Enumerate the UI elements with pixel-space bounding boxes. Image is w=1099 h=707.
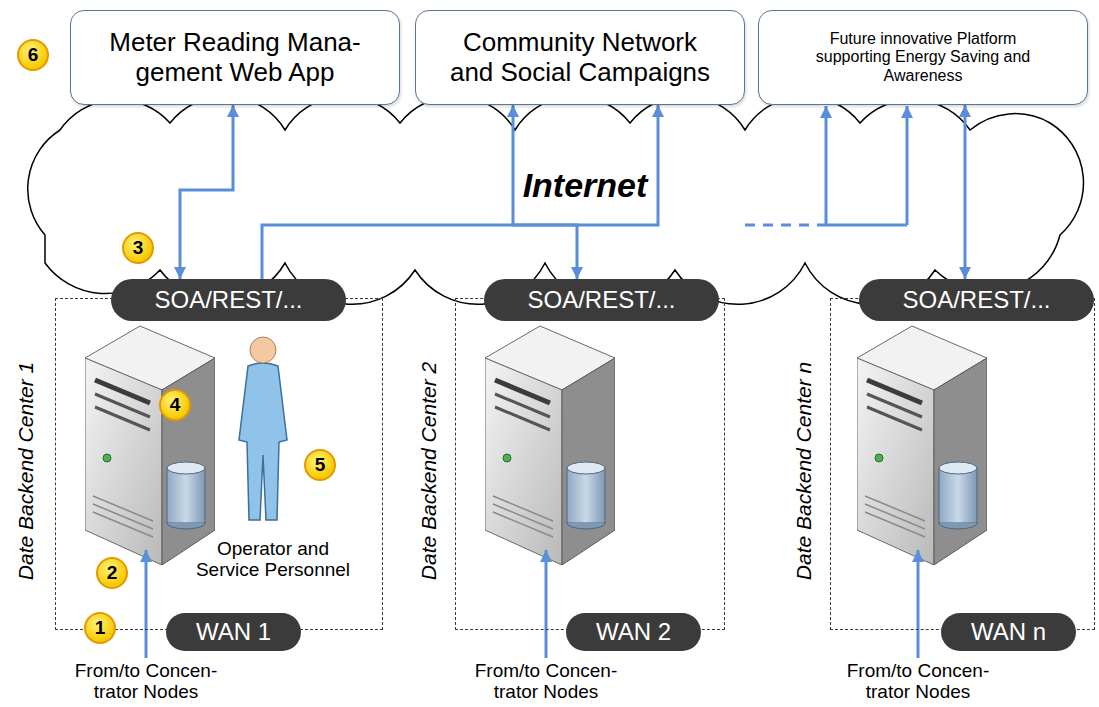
pill-label: WAN 2 bbox=[596, 618, 671, 646]
wan-pill: WAN 1 bbox=[166, 613, 301, 651]
app-box: Future innovative Platform supporting En… bbox=[758, 10, 1088, 105]
interface-pill: SOA/REST/... bbox=[859, 279, 1094, 321]
callout-circle: 2 bbox=[96, 557, 128, 589]
backend-center: Date Backend Center 2SOA/REST/...WAN 2 bbox=[455, 298, 725, 630]
callout-number: 4 bbox=[170, 394, 181, 416]
note-label: Operator and Service Personnel bbox=[188, 538, 358, 580]
box-label: Community Network and Social Campaigns bbox=[446, 28, 714, 88]
interface-pill: SOA/REST/... bbox=[484, 279, 719, 321]
pill-label: SOA/REST/... bbox=[902, 286, 1050, 314]
server-icon bbox=[485, 326, 615, 565]
center-label: Date Backend Center n bbox=[792, 362, 816, 580]
callout-number: 6 bbox=[28, 44, 39, 66]
note-label: From/to Concen- trator Nodes bbox=[830, 660, 1006, 702]
pill-label: SOA/REST/... bbox=[527, 286, 675, 314]
callout-circle: 5 bbox=[304, 449, 336, 481]
person-icon bbox=[239, 337, 287, 520]
backend-center: Date Backend Center nSOA/REST/...WAN n bbox=[830, 298, 1095, 630]
wan-pill: WAN 2 bbox=[566, 613, 701, 651]
wan-pill: WAN n bbox=[941, 613, 1076, 651]
callout-circle: 3 bbox=[122, 232, 154, 264]
note-label: From/to Concen- trator Nodes bbox=[458, 660, 634, 702]
center-label: Date Backend Center 1 bbox=[14, 362, 38, 580]
pill-label: SOA/REST/... bbox=[154, 286, 302, 314]
callout-number: 2 bbox=[107, 562, 118, 584]
network-label: Internet bbox=[523, 166, 648, 205]
callout-circle: 1 bbox=[84, 612, 116, 644]
pill-label: WAN n bbox=[971, 618, 1046, 646]
server-icon bbox=[85, 326, 215, 565]
note-label: From/to Concen- trator Nodes bbox=[58, 660, 234, 702]
server-icon bbox=[857, 326, 987, 565]
connector-arrow bbox=[964, 105, 967, 279]
app-box: Community Network and Social Campaigns bbox=[415, 10, 745, 105]
box-label: Meter Reading Mana- gement Web App bbox=[86, 28, 384, 88]
callout-circle: 6 bbox=[17, 39, 49, 71]
app-box: Meter Reading Mana- gement Web App bbox=[70, 10, 400, 105]
box-label: Future innovative Platform supporting En… bbox=[806, 30, 1040, 85]
center-label: Date Backend Center 2 bbox=[417, 362, 441, 580]
cloud-outline bbox=[28, 96, 1084, 304]
callout-number: 1 bbox=[95, 617, 106, 639]
interface-pill: SOA/REST/... bbox=[111, 279, 346, 321]
callout-number: 5 bbox=[315, 454, 326, 476]
pill-label: WAN 1 bbox=[196, 618, 271, 646]
internet-cloud: Internet bbox=[0, 85, 1099, 305]
callout-circle: 4 bbox=[159, 389, 191, 421]
callout-number: 3 bbox=[133, 237, 144, 259]
